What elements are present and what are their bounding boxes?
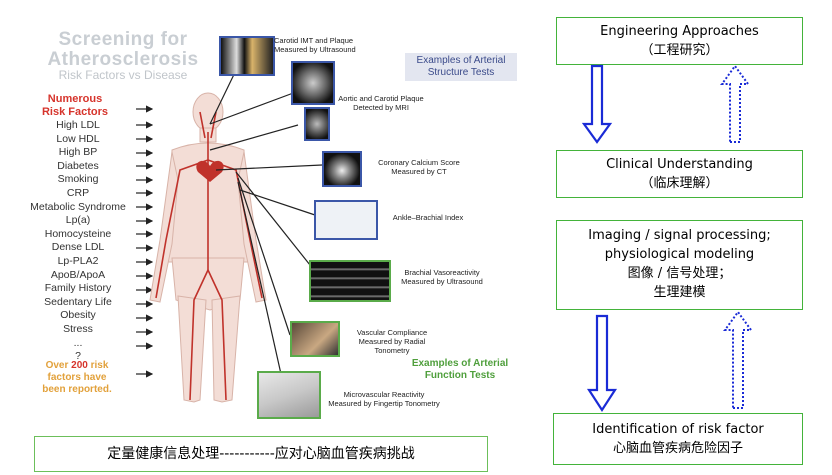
risk-factor-footer: Over 200 risk factors have been reported… xyxy=(40,360,114,396)
bottom-caption-box: 定量健康信息处理-----------应对心脑血管疾病挑战 xyxy=(34,436,488,472)
risk-identification-cn: 心脑血管疾病危险因子 xyxy=(612,441,743,456)
solid-down-arrow-lower xyxy=(586,314,618,413)
risk-identification-en: Identification of risk factor xyxy=(592,422,764,437)
risk-heading-line-2: Risk Factors xyxy=(41,106,109,118)
imaging-line-3: 图像 / 信号处理； xyxy=(627,266,732,281)
engineering-approaches-en: Engineering Approaches xyxy=(600,24,759,39)
risk-factors-heading: Numerous Risk Factors xyxy=(30,93,120,119)
test-caption-mri: Aortic and Carotid Plaque Detected by MR… xyxy=(338,94,424,112)
engineering-approaches-cn: （工程研究） xyxy=(640,43,719,58)
radial-tonometry-image xyxy=(290,321,340,357)
title-line-1: Screening for xyxy=(58,29,188,50)
test-caption-abi: Ankle–Brachial Index xyxy=(392,213,464,222)
risk-factor-item: ? xyxy=(75,350,81,363)
risk-factor-item: High BP xyxy=(58,146,98,159)
risk-factor-item: CRP xyxy=(66,186,90,199)
imaging-line-1: Imaging / signal processing; xyxy=(588,228,771,243)
footer-line-2: factors have xyxy=(47,372,107,383)
footer-text-c: risk xyxy=(87,360,109,371)
risk-factor-item: Diabetes xyxy=(57,159,99,172)
risk-factor-item: ApoB/ApoA xyxy=(50,268,106,281)
heart-icon xyxy=(196,160,224,182)
risk-factor-item: Family History xyxy=(44,282,112,295)
test-caption-compliance: Vascular Compliance Measured by Radial T… xyxy=(356,328,428,355)
brachial-ultrasound-image xyxy=(309,260,391,302)
risk-factor-item: Obesity xyxy=(60,309,96,322)
test-caption-ct: Coronary Calcium Score Measured by CT xyxy=(378,158,460,176)
infographic-subtitle: Risk Factors vs Disease xyxy=(58,68,188,82)
risk-factor-item: High LDL xyxy=(56,119,100,131)
test-caption-carotid-imt: Carotid IMT and Plaque Measured by Ultra… xyxy=(274,36,356,54)
infographic-title: Screening for Atherosclerosis xyxy=(28,30,218,70)
infographic-panel: Screening for Atherosclerosis Risk Facto… xyxy=(18,30,517,419)
function-tests-tag: Examples of Arterial Function Tests xyxy=(411,358,509,381)
risk-factor-item: Metabolic Syndrome xyxy=(30,200,126,213)
engineering-approaches-box: Engineering Approaches （工程研究） xyxy=(556,17,803,65)
mri-image-top xyxy=(291,61,335,105)
solid-down-arrow-upper xyxy=(581,64,613,144)
footer-count: 200 xyxy=(71,360,88,371)
risk-factor-item: Lp(a) xyxy=(65,214,91,227)
imaging-modeling-box: Imaging / signal processing; physiologic… xyxy=(556,220,803,310)
risk-factor-item: Smoking xyxy=(57,173,99,186)
footer-line-1: Over 200 risk xyxy=(40,360,114,372)
structure-tests-tag: Examples of Arterial Structure Tests xyxy=(405,53,517,81)
test-caption-microvascular: Microvascular Reactivity Measured by Fin… xyxy=(328,390,440,408)
risk-arrows-and-connectors xyxy=(136,61,323,403)
risk-identification-box: Identification of risk factor 心脑血管疾病危险因子 xyxy=(553,413,803,465)
mri-image-bottom xyxy=(304,107,330,141)
dotted-up-arrow-upper xyxy=(720,64,750,143)
test-caption-brachial: Brachial Vasoreactivity Measured by Ultr… xyxy=(401,268,483,286)
risk-heading-line-1: Numerous xyxy=(47,93,103,105)
test-connector-lines xyxy=(209,61,323,384)
dotted-up-arrow-lower xyxy=(723,310,753,409)
title-line-2: Atherosclerosis xyxy=(47,49,199,70)
risk-factor-item: Lp-PLA2 xyxy=(57,254,99,267)
footer-text-a: Over xyxy=(45,360,72,371)
clinical-understanding-box: Clinical Understanding （临床理解） xyxy=(556,150,803,198)
ct-calcium-image xyxy=(322,151,362,187)
risk-factor-item: Sedentary Life xyxy=(44,295,112,308)
risk-factor-item: Low HDL xyxy=(56,132,100,145)
clinical-understanding-cn: （临床理解） xyxy=(640,176,719,191)
flow-arrows xyxy=(581,64,753,413)
risk-factor-arrows xyxy=(136,105,154,378)
imaging-line-2: physiological modeling xyxy=(604,247,755,262)
risk-factor-item: Dense LDL xyxy=(51,241,105,254)
ankle-brachial-image xyxy=(314,200,378,240)
fingertip-tonometry-image xyxy=(257,371,321,419)
clinical-understanding-en: Clinical Understanding xyxy=(606,157,753,172)
risk-factor-item: ... xyxy=(73,336,83,349)
risk-factor-item: Stress xyxy=(63,322,93,335)
carotid-ultrasound-image xyxy=(219,36,275,76)
risk-factor-item: Homocysteine xyxy=(44,227,112,240)
footer-line-3: been reported. xyxy=(42,384,112,395)
imaging-line-4: 生理建模 xyxy=(653,285,706,300)
